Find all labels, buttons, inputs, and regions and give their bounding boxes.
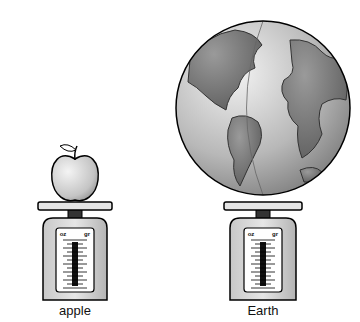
- dial-tick: [67, 244, 83, 245]
- dial-tick: [251, 280, 275, 281]
- dial-tick: [63, 248, 87, 249]
- dial-tick: [255, 260, 271, 261]
- dial-tick: [251, 288, 275, 289]
- dial-tick: [67, 260, 83, 261]
- unit-label: oz: [60, 231, 67, 237]
- dial-tick: [251, 272, 275, 273]
- object-caption: Earth: [247, 304, 278, 317]
- dial-tick: [251, 256, 275, 257]
- dial-tick: [63, 288, 87, 289]
- dial-tick: [67, 276, 83, 277]
- right-scale: [224, 202, 302, 300]
- dial-tick: [251, 264, 275, 265]
- dial-tick: [67, 268, 83, 269]
- object-caption: apple: [59, 304, 91, 317]
- dial-tick: [255, 244, 271, 245]
- dial-tick: [255, 268, 271, 269]
- dial-tick: [63, 280, 87, 281]
- dial-tick: [63, 240, 87, 241]
- apple-figure: [52, 145, 99, 201]
- unit-label: oz: [248, 231, 255, 237]
- dial-tick: [63, 264, 87, 265]
- dial-tick: [251, 248, 275, 249]
- earth-globe: [176, 21, 350, 195]
- dial-tick: [255, 252, 271, 253]
- dial-tick: [255, 284, 271, 285]
- dial-tick: [63, 256, 87, 257]
- unit-label: gr: [272, 231, 278, 237]
- dial-tick: [63, 272, 87, 273]
- left-scale: [38, 202, 112, 300]
- unit-label: gr: [84, 231, 90, 237]
- dial-tick: [255, 276, 271, 277]
- dial-tick: [67, 284, 83, 285]
- dial-tick: [251, 240, 275, 241]
- dial-tick: [67, 252, 83, 253]
